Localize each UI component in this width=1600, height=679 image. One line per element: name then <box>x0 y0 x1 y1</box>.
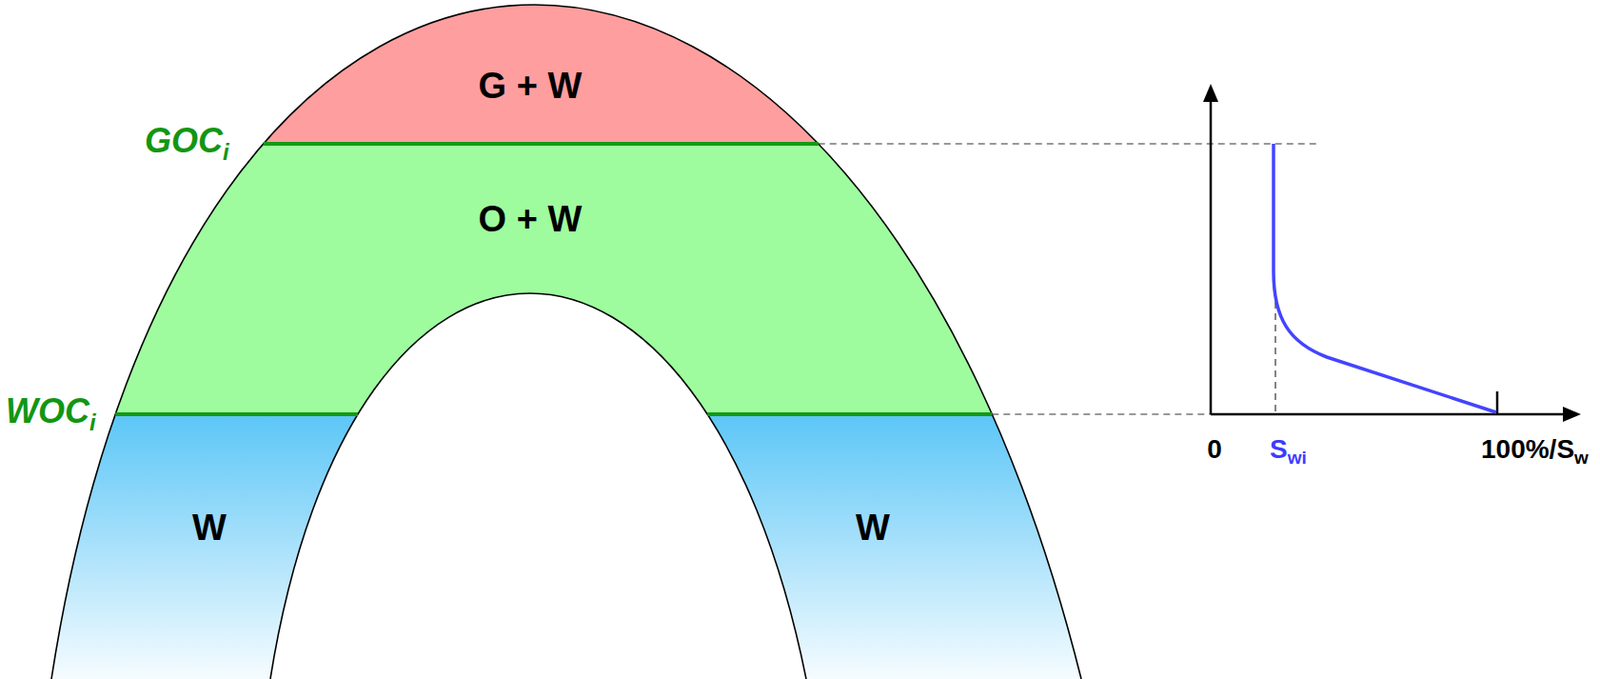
zone-label: W <box>192 508 227 549</box>
axis-label: S <box>1269 434 1288 465</box>
y-axis <box>1209 98 1213 415</box>
zone-label: O + W <box>478 199 583 240</box>
water-zone: W <box>51 414 358 679</box>
gas-zone-fill <box>263 4 819 144</box>
oil-zone-fill <box>115 143 992 415</box>
goc-contact-line <box>263 141 819 146</box>
oil-zone-shape <box>115 143 992 415</box>
y-axis-arrowhead <box>1203 83 1219 102</box>
woc-dashed-line <box>991 413 1211 415</box>
x-axis <box>1210 413 1565 416</box>
water-zone-shape <box>707 414 1082 679</box>
water-zone-fill <box>51 414 358 679</box>
subscript: i <box>222 139 230 165</box>
oil-zone: O + W <box>115 143 992 415</box>
contact-label: WOC <box>5 392 90 431</box>
woc-contact-line <box>707 412 992 416</box>
gas-zone: G + W <box>263 4 819 144</box>
subscript: i <box>89 410 97 435</box>
saturation-curve <box>1273 143 1497 413</box>
woc-contact-line <box>115 412 358 416</box>
swi-dashed-line <box>1274 290 1276 415</box>
goc-dashed-line <box>818 142 1317 144</box>
axis-label: 100%/S <box>1481 434 1575 465</box>
subscript: wi <box>1287 448 1307 469</box>
axis-label: 0 <box>1206 434 1223 465</box>
contact-label: GOC <box>144 121 223 160</box>
water-zone-fill <box>707 414 1082 679</box>
water-zone: W <box>707 414 1082 679</box>
outer-arch-outline <box>51 4 1082 679</box>
x-axis-arrowhead <box>1562 406 1581 422</box>
subscript: w <box>1574 448 1589 469</box>
zone-label: W <box>855 508 890 549</box>
zone-label: G + W <box>478 66 583 107</box>
